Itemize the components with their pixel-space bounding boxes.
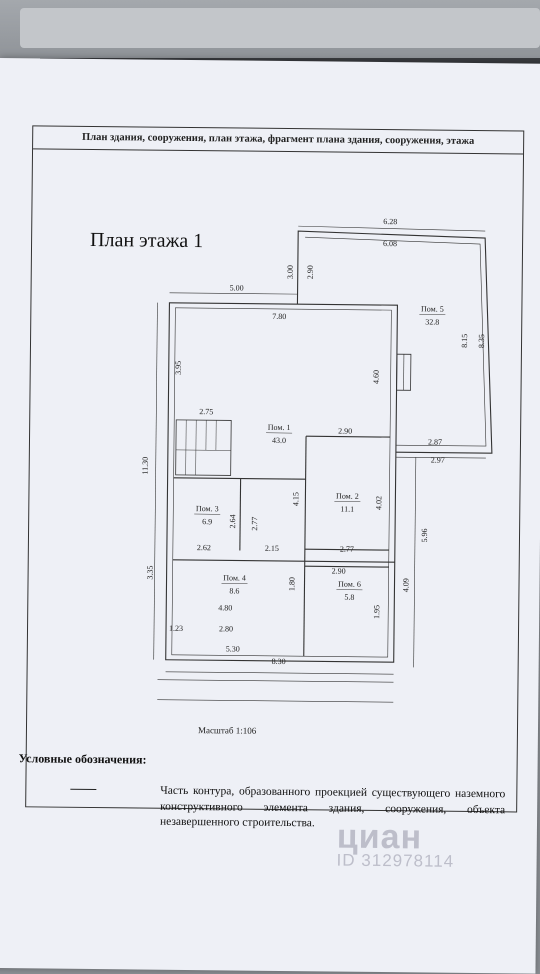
dim-2-90-mid: 2.90 xyxy=(338,427,352,436)
outer-wall xyxy=(166,303,398,662)
dim-4-02: 4.02 xyxy=(374,496,383,510)
legend-title: Условные обозначения: xyxy=(19,751,147,767)
dim-11-30: 11.30 xyxy=(141,457,150,475)
dim-8-35: 8.35 xyxy=(477,334,486,348)
room-1-name: Пом. 1 xyxy=(268,423,291,432)
dim-2-90-bottom: 2.90 xyxy=(332,567,346,576)
dim-4-09: 4.09 xyxy=(401,578,410,592)
dim-5-30: 5.30 xyxy=(226,644,240,653)
dim-1-23: 1.23 xyxy=(169,624,183,633)
dim-5-00: 5.00 xyxy=(230,283,244,292)
wall-room2-top xyxy=(306,436,390,437)
dim-3-00: 3.00 xyxy=(286,265,295,279)
listing-id: ID 312978114 xyxy=(337,851,455,872)
dim-2-62: 2.62 xyxy=(197,543,211,552)
room-4-area: 8.6 xyxy=(229,586,239,595)
laptop-lid xyxy=(20,8,540,48)
dim-1-80: 1.80 xyxy=(287,577,296,591)
dim-6-28: 6.28 xyxy=(383,217,397,226)
dim-6-08: 6.08 xyxy=(383,239,397,248)
stairs xyxy=(176,420,232,476)
room-3-name: Пом. 3 xyxy=(196,504,219,513)
dim-2-80: 2.80 xyxy=(219,624,233,633)
paper-sheet: План здания, сооружения, план этажа, фра… xyxy=(0,58,540,974)
dim-2-77-right: 2.77 xyxy=(340,545,354,554)
room-2-name: Пом. 2 xyxy=(336,492,359,501)
dim-2-97: 2.97 xyxy=(431,456,445,465)
dim-2-87: 2.87 xyxy=(428,438,442,447)
dim-5-96: 5.96 xyxy=(420,528,429,542)
dim-2-90-top: 2.90 xyxy=(306,265,315,279)
dim-2-15: 2.15 xyxy=(265,544,279,553)
room-6-area: 5.8 xyxy=(344,593,354,602)
dim-8-15: 8.15 xyxy=(460,334,469,348)
floor-plan: 6.28 6.08 3.00 2.90 5.00 7.80 8.15 8.35 … xyxy=(0,58,540,764)
wall-room3-top xyxy=(174,478,306,479)
scale-label: Масштаб 1:106 xyxy=(198,725,256,736)
dim-2-77-left: 2.77 xyxy=(250,517,259,531)
dim-2-75: 2.75 xyxy=(199,407,213,416)
room-1-area: 43.0 xyxy=(272,436,286,445)
dim-2-64: 2.64 xyxy=(228,514,237,528)
dim-7-80: 7.80 xyxy=(272,312,286,321)
dim-4-80: 4.80 xyxy=(218,603,232,612)
dim-4-15: 4.15 xyxy=(291,492,300,506)
room-5-area: 32.8 xyxy=(425,317,439,326)
dim-3-95: 3.95 xyxy=(174,361,183,375)
dim-1-95: 1.95 xyxy=(372,605,381,619)
wall-room4-top xyxy=(173,560,395,562)
dim-4-60: 4.60 xyxy=(372,370,381,384)
dim-8-30: 8.30 xyxy=(272,657,286,666)
room-6-name: Пом. 6 xyxy=(338,580,361,589)
wall-room2-left xyxy=(304,436,306,656)
room-3-area: 6.9 xyxy=(202,517,212,526)
room-5-name: Пом. 5 xyxy=(421,304,444,313)
wall-room3-right xyxy=(240,479,241,551)
cian-watermark: циан ID 312978114 xyxy=(337,818,455,872)
room-2-area: 11.1 xyxy=(340,505,354,514)
room-4-name: Пом. 4 xyxy=(223,573,246,582)
dim-3-35: 3.35 xyxy=(146,566,155,580)
